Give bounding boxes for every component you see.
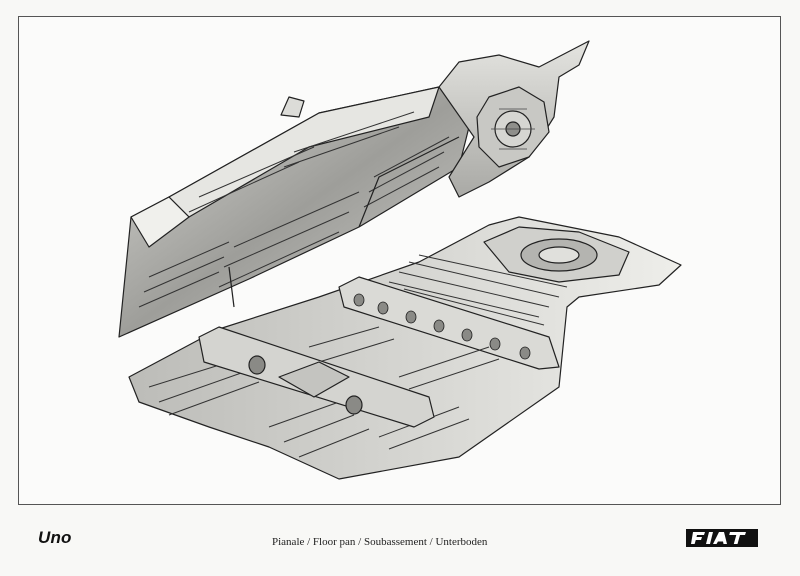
drawing-caption: Pianale / Floor pan / Soubassement / Unt…	[272, 536, 488, 548]
lower-floor-pan	[128, 216, 682, 480]
fiat-logo	[686, 529, 758, 547]
illustration-frame	[18, 16, 781, 505]
floor-pan-illustration	[118, 40, 682, 480]
model-name: Uno	[38, 528, 72, 547]
upper-panel-assembly	[118, 40, 590, 338]
